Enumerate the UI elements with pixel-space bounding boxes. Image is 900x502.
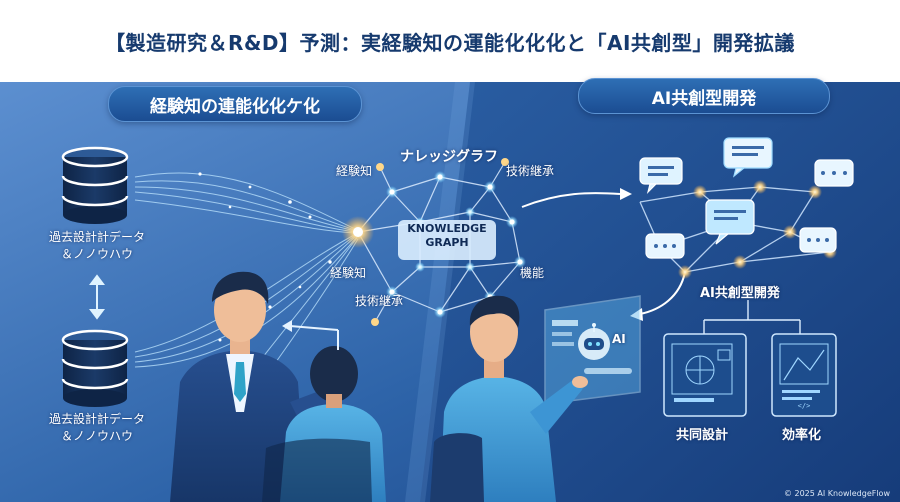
copyright: © 2025 AI KnowledgeFlow [783, 489, 890, 498]
double-arrow-icon [89, 274, 105, 320]
knowledge-graph-center-label: KNOWLEDGE GRAPH [407, 222, 487, 249]
illustration: </> [0, 82, 900, 502]
database-icon [61, 329, 129, 407]
database-label: 過去設計計データ ＆ノノウハウ [48, 230, 145, 261]
header: 【製造研究＆R&D】予測：実経験知の運能化化化と「AI共創型」開発拡議 [0, 0, 900, 82]
graph-node-label: 経験知 [336, 164, 373, 178]
svg-text:</>: </> [798, 402, 811, 410]
page-title: 【製造研究＆R&D】予測：実経験知の運能化化化と「AI共創型」開発拡議 [105, 30, 795, 55]
graph-node-label: 機能 [520, 266, 545, 280]
graph-node-label: 技術継承 [506, 164, 555, 178]
chair [262, 438, 372, 502]
knowledge-graph-heading: ナレッジグラフ [400, 149, 498, 165]
flow-arrow [289, 325, 339, 331]
tree-lines [703, 300, 801, 334]
blueprint-document-icon [663, 333, 747, 417]
engineer-figure [430, 295, 588, 502]
graph-node-label: 技術継承 [355, 294, 404, 308]
knowledge-graph-label-box [398, 220, 496, 260]
chat-bubble-icon [639, 157, 683, 194]
database-label: 過去設計計データ ＆ノノウハウ [48, 412, 145, 443]
ai-network-label: AI共創型開発 [700, 286, 780, 301]
flow-arrow [521, 192, 621, 208]
blueprint-document-icon: </> [771, 333, 837, 417]
document-label: 効率化 [782, 428, 822, 443]
ai-screen [544, 295, 641, 405]
graph-node-label: 経験知 [330, 266, 367, 280]
ai-screen-label: AI [612, 332, 626, 346]
document-label: 共同設計 [676, 428, 729, 443]
section-label-ai-co-creation: AI共創型開発 [578, 78, 830, 114]
section-label-experience: 経験知の連能化化ケ化 [108, 86, 362, 122]
database-icon [61, 146, 129, 224]
